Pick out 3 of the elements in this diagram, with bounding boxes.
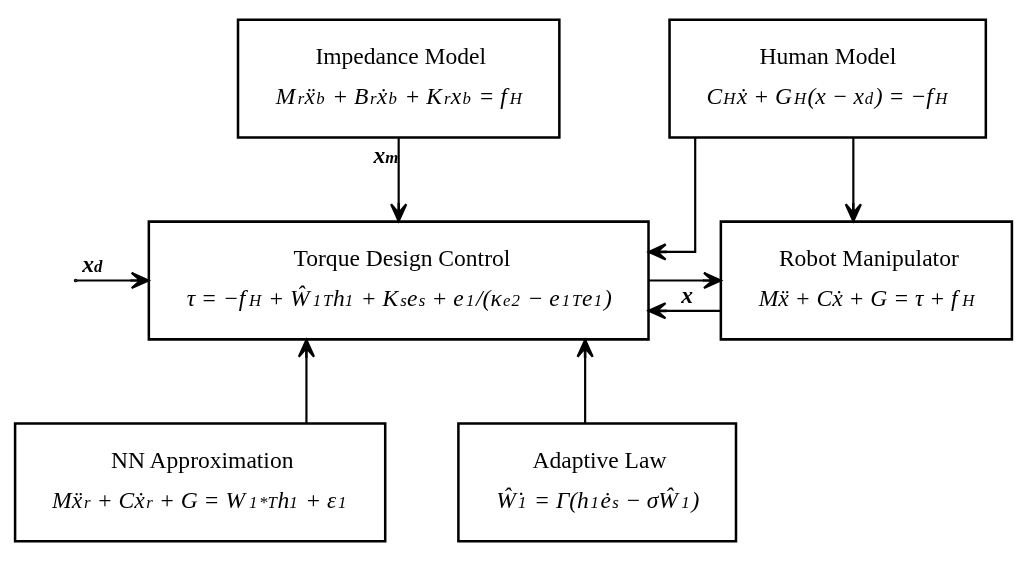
edge-label: x [681, 281, 693, 308]
edge-label: xd [82, 251, 103, 278]
edge-label: xm [373, 141, 399, 168]
